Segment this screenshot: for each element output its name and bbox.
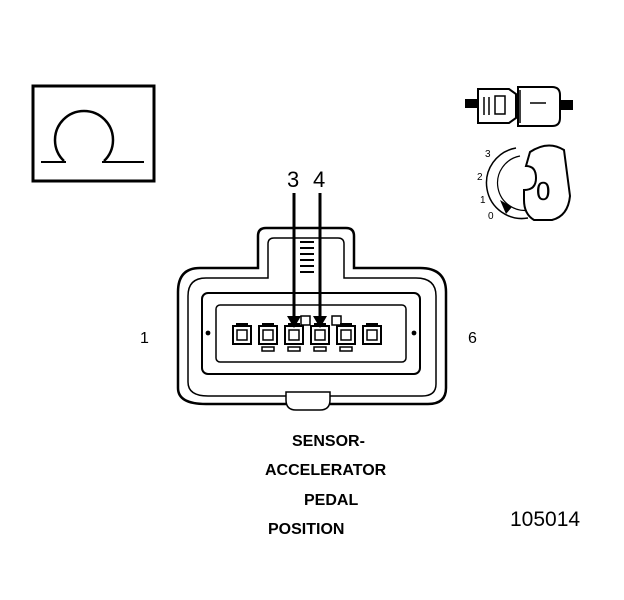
omega-resistance-icon (31, 84, 156, 183)
pin-label-1: 1 (140, 330, 149, 347)
terminal-1 (232, 323, 252, 345)
caption-line-4: POSITION (268, 521, 345, 538)
caption-line-1: SENSOR- (292, 433, 365, 450)
pin-3-arrow (287, 193, 301, 328)
terminal-6 (362, 323, 382, 345)
figure-number: 105014 (510, 508, 581, 531)
terminal-5 (336, 323, 356, 352)
scale-mark-0: 0 (488, 211, 494, 222)
pin-label-3: 3 (287, 167, 299, 192)
connector-plug-icon (465, 86, 573, 127)
knob-digit: 0 (536, 176, 550, 206)
terminal-2 (258, 323, 278, 352)
pin-label-4: 4 (313, 167, 325, 192)
caption-line-3: PEDAL (304, 492, 359, 509)
pin-4-arrow (313, 193, 327, 328)
rotary-switch-icon: 0 3 2 1 0 (477, 144, 572, 222)
pin-label-6: 6 (468, 330, 477, 347)
terminal-4 (310, 323, 330, 352)
scale-mark-1: 1 (480, 195, 486, 206)
terminal-3 (284, 323, 304, 352)
scale-mark-3: 3 (485, 149, 491, 160)
scale-mark-2: 2 (477, 172, 483, 183)
connector-housing (176, 226, 448, 411)
caption-line-2: ACCELERATOR (265, 462, 387, 479)
